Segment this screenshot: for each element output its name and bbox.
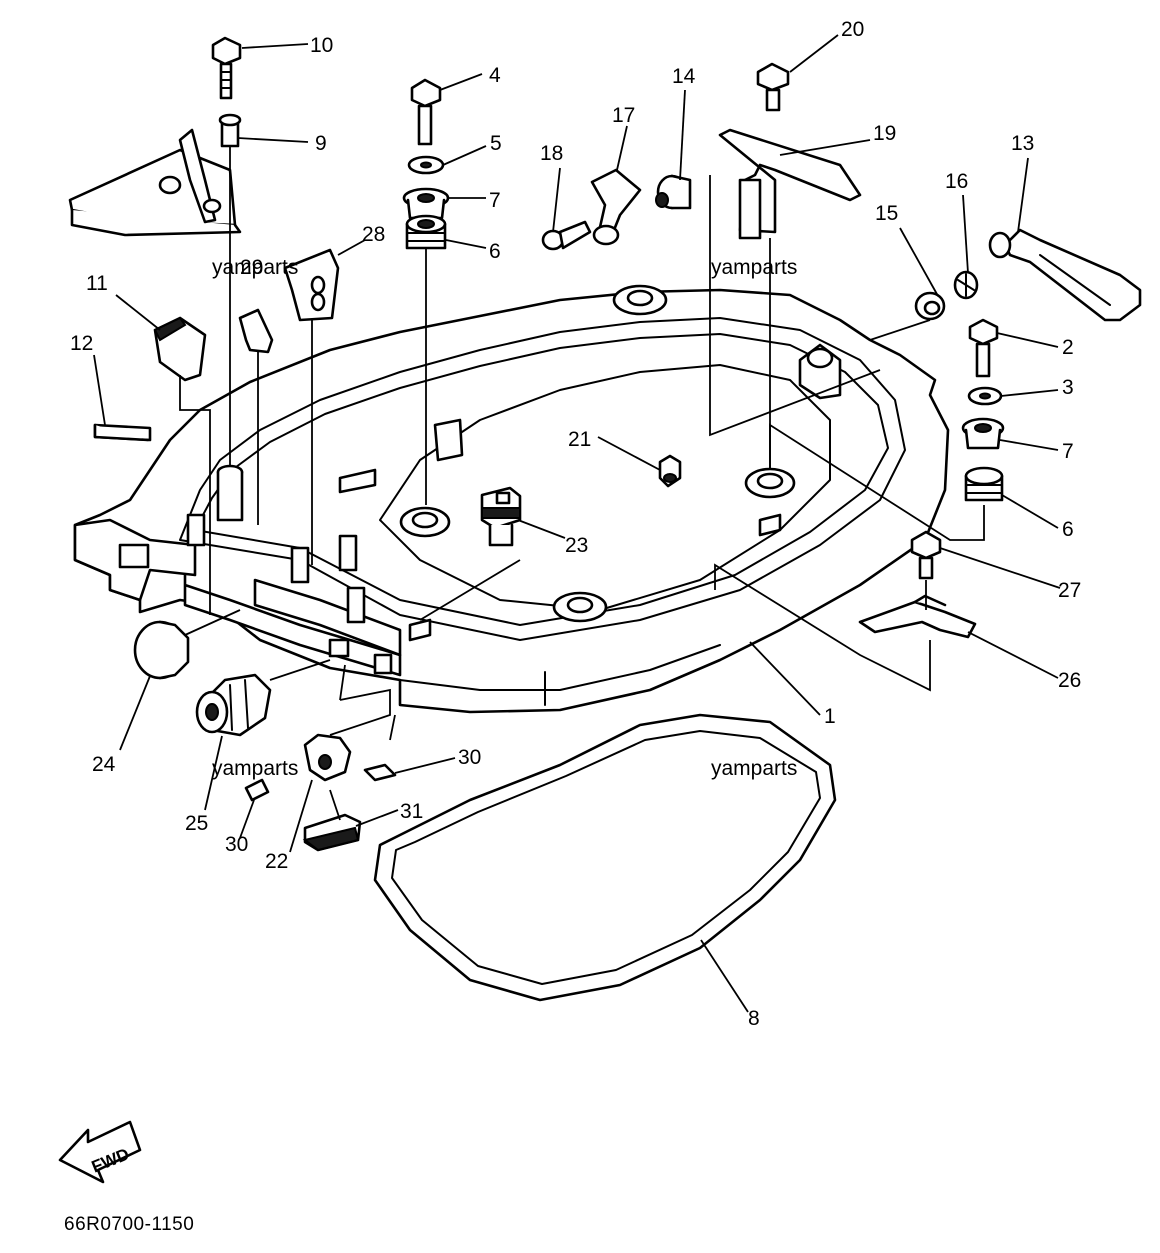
diagram-reference-code: 66R0700-1150 <box>64 1214 194 1235</box>
plug-21 <box>658 454 682 488</box>
watermark-text: yamparts <box>711 757 797 780</box>
callout-22: 22 <box>265 850 288 873</box>
clip-29 <box>238 308 274 354</box>
callout-10: 10 <box>310 34 333 57</box>
pad-31 <box>302 813 362 852</box>
callout-27: 27 <box>1058 579 1081 602</box>
pad-30-right <box>363 763 397 782</box>
grommet-6 <box>405 214 447 250</box>
bracket-28 <box>283 248 340 322</box>
callout-17: 17 <box>612 104 635 127</box>
callout-3: 3 <box>1062 376 1074 399</box>
callout-15: 15 <box>875 202 898 225</box>
part-12 <box>93 423 152 442</box>
callout-23: 23 <box>565 534 588 557</box>
callout-2: 2 <box>1062 336 1074 359</box>
callout-12: 12 <box>70 332 93 355</box>
cap-15 <box>914 291 946 321</box>
watermark-text: yamparts <box>212 256 298 279</box>
bolt-2 <box>968 318 999 378</box>
watermark-text: yamparts <box>711 256 797 279</box>
callout-numbers: 10 4 14 20 9 5 17 18 19 13 16 7 15 28 29… <box>70 18 1081 1030</box>
plate-26 <box>858 594 977 639</box>
callout-29: 29 <box>240 256 263 279</box>
plug-23 <box>480 486 522 547</box>
callout-25: 25 <box>185 812 208 835</box>
callout-11: 11 <box>86 272 108 295</box>
pad-30-left <box>244 778 270 802</box>
callout-7-top: 7 <box>489 189 501 212</box>
callout-8: 8 <box>748 1007 760 1030</box>
callout-9: 9 <box>315 132 327 155</box>
callout-6-top: 6 <box>489 240 501 263</box>
callout-6-right: 6 <box>1062 518 1074 541</box>
callout-24: 24 <box>92 753 116 776</box>
lever-bracket-assembly <box>68 113 242 237</box>
callout-5: 5 <box>490 132 502 155</box>
callout-16: 16 <box>945 170 968 193</box>
bolt-10 <box>211 36 242 100</box>
fwd-arrow-icon: FWD <box>58 1120 142 1184</box>
callout-1: 1 <box>824 705 836 728</box>
cowling-seal-gasket <box>373 713 837 1002</box>
callout-7-right: 7 <box>1062 440 1074 463</box>
washer-5 <box>407 155 445 175</box>
plate-19 <box>718 128 862 240</box>
callout-18: 18 <box>540 142 563 165</box>
bushing-14 <box>655 174 692 210</box>
lever-13 <box>988 228 1142 322</box>
bolt-20 <box>756 62 790 112</box>
lever-17 <box>590 168 642 246</box>
part-11 <box>153 316 207 382</box>
bolt-4 <box>410 78 442 146</box>
callout-28: 28 <box>362 223 385 246</box>
callout-19: 19 <box>873 122 896 145</box>
callout-4: 4 <box>489 64 501 87</box>
watermarks: yamparts yamparts yamparts yamparts <box>212 256 797 780</box>
callout-13: 13 <box>1011 132 1034 155</box>
callout-20: 20 <box>841 18 864 41</box>
callout-21: 21 <box>568 428 591 451</box>
callout-31: 31 <box>400 800 423 823</box>
washer-3 <box>967 386 1003 406</box>
grommet-6-right <box>964 466 1004 502</box>
callout-14: 14 <box>672 65 696 88</box>
collar-7-right <box>961 417 1005 450</box>
washer-16 <box>953 270 979 300</box>
grommet-25 <box>195 673 272 737</box>
callout-26: 26 <box>1058 669 1081 692</box>
collar-7 <box>402 187 450 220</box>
watermark-text: yamparts <box>212 757 298 780</box>
leader-lines <box>93 34 1061 1013</box>
screw-18 <box>541 220 592 251</box>
callout-30-right: 30 <box>458 746 481 769</box>
bolt-27 <box>910 530 942 580</box>
cap-24 <box>133 620 190 680</box>
callout-30-left: 30 <box>225 833 248 856</box>
grommet-22 <box>303 733 352 782</box>
